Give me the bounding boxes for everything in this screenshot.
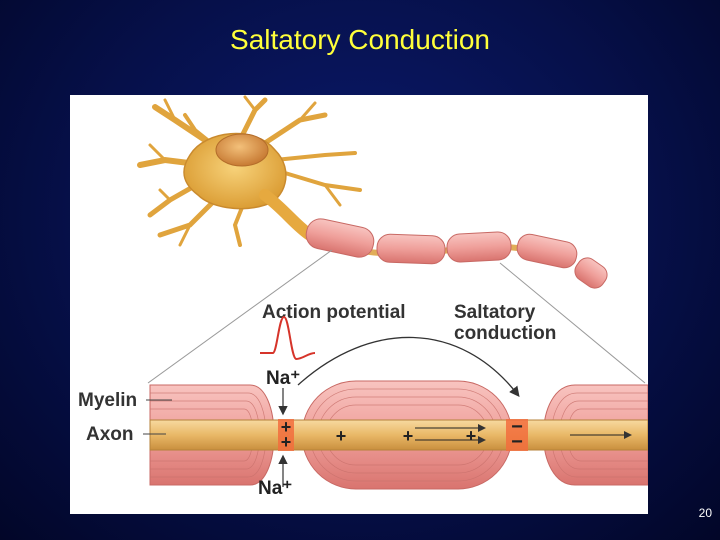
node-plus-1: + xyxy=(281,417,292,437)
top-myelin-segments xyxy=(305,218,608,289)
saltatory-label-line1: Saltatory xyxy=(454,302,536,323)
page-number: 20 xyxy=(698,506,712,520)
inner-plus-1: + xyxy=(336,426,347,446)
node-highlight-next xyxy=(506,419,528,451)
node-plus-2: + xyxy=(281,432,292,452)
neuron-diagram-svg: Action potential Saltatory conduction Na… xyxy=(137,95,648,499)
saltatory-label-line2: conduction xyxy=(454,323,556,344)
node-minus-1: − xyxy=(511,416,523,438)
neuron-diagram: Action potential Saltatory conduction Na… xyxy=(70,95,648,514)
na-bottom-label: Na⁺ xyxy=(258,478,292,499)
axon-hillock xyxy=(259,189,316,241)
neuron-cell xyxy=(137,95,608,289)
inner-plus-2: + xyxy=(403,426,414,446)
saltatory-arrow xyxy=(297,336,520,398)
node-minus-2: − xyxy=(511,431,523,453)
zoom-lines xyxy=(147,249,646,384)
nucleus xyxy=(215,133,269,167)
zoomed-axon: + + + + + − − xyxy=(149,380,648,490)
node-highlight-active xyxy=(278,419,294,451)
current-arrows xyxy=(415,424,632,444)
inner-plus-3: + xyxy=(466,426,477,446)
axon-core xyxy=(149,419,648,451)
action-potential-label: Action potential xyxy=(262,302,406,323)
na-top-label: Na⁺ xyxy=(266,368,300,389)
action-potential-waveform xyxy=(260,315,316,361)
slide-title: Saltatory Conduction xyxy=(230,24,490,55)
